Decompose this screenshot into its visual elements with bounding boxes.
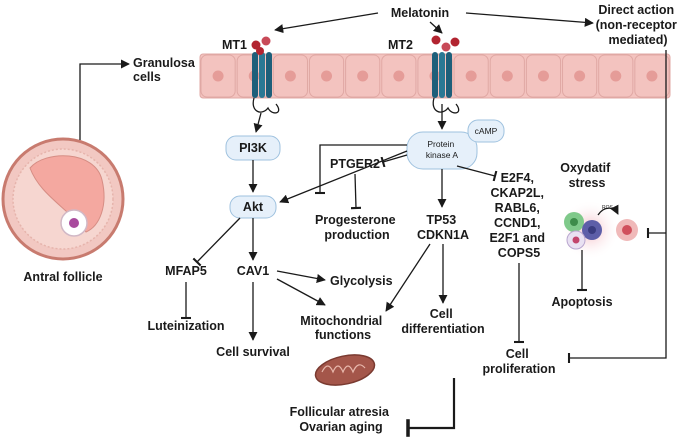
glycolysis-label: Glycolysis (330, 274, 393, 288)
cell-nucleus (393, 70, 405, 82)
ros-label: ROS (602, 205, 614, 211)
direct-action-label: Direct action (non-receptor mediated) (596, 3, 681, 47)
oxidative-stress-label: Oxydatif stress (560, 161, 614, 190)
progesterone-label: Progesterone production (315, 213, 399, 242)
svg-text:Akt: Akt (243, 200, 264, 214)
mt2-label: MT2 (388, 38, 413, 52)
cell-nucleus (610, 70, 622, 82)
antral-follicle-label: Antral follicle (23, 270, 102, 284)
cell-survival-label: Cell survival (216, 345, 290, 359)
tp53-label: TP53 CDKN1A (417, 213, 469, 242)
cell-nucleus (574, 70, 586, 82)
granulosa-cells-label: Granulosa cells (133, 56, 198, 84)
gene-list-label: E2F4, CKAP2L, RABL6, CCND1, E2F1 and COP… (489, 171, 548, 260)
mitochondrial-functions-label: Mitochondrial functions (300, 314, 385, 342)
mt1-label: MT1 (222, 38, 247, 52)
cell-proliferation-label: Cell proliferation (483, 347, 556, 376)
pi3k-node: PI3K (225, 135, 281, 161)
camp-node: cAMP (467, 119, 505, 143)
mfap5-label: MFAP5 (165, 264, 207, 278)
svg-text:cAMP: cAMP (475, 126, 498, 136)
ptger2-label: PTGER2 (330, 157, 380, 171)
outcome-label: Follicular atresia Ovarian aging (290, 405, 393, 434)
protein-kinase-a-label: Protein kinase A (426, 139, 458, 160)
cell-nucleus (321, 70, 333, 82)
cell-nucleus (537, 70, 549, 82)
mt1-receptor-icon (251, 36, 280, 114)
oxidative-stress-cells-icon: ROS (560, 200, 638, 260)
mitochondrion-icon (314, 354, 376, 386)
cell-nucleus (501, 70, 513, 82)
antral-follicle-illustration (1, 137, 125, 261)
apoptosis-label: Apoptosis (551, 295, 612, 309)
akt-node: Akt (229, 195, 277, 219)
cell-nucleus (284, 70, 296, 82)
granulosa-cell-layer (199, 53, 671, 99)
mt2-receptor-icon (431, 35, 460, 114)
luteinization-label: Luteinization (147, 319, 224, 333)
protein-kinase-a-node: Protein kinase A (406, 131, 478, 170)
cell-nucleus (212, 70, 224, 82)
melatonin-label: Melatonin (391, 6, 449, 20)
cell-differentiation-label: Cell differentiation (401, 307, 484, 336)
cell-nucleus (357, 70, 369, 82)
cav1-label: CAV1 (237, 264, 269, 278)
cell-nucleus (465, 70, 477, 82)
cell-nucleus (646, 70, 658, 82)
svg-text:PI3K: PI3K (239, 141, 267, 155)
